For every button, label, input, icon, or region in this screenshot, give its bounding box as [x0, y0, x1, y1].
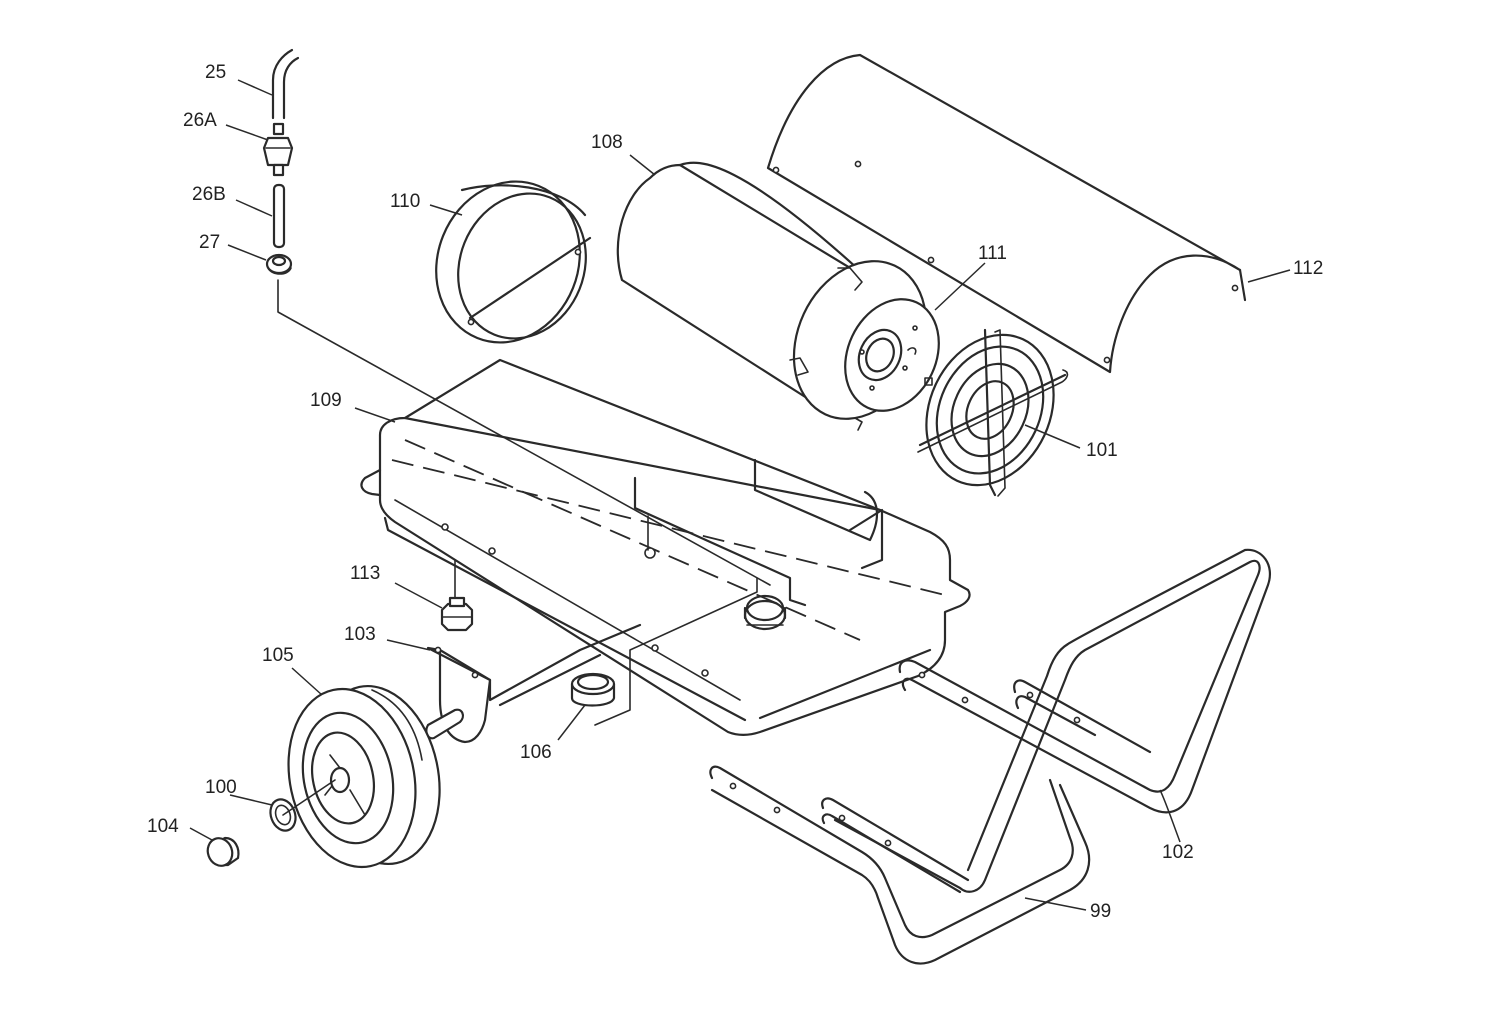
callout-27: 27 [199, 232, 221, 253]
part-26a-fuel-filter [262, 122, 294, 177]
callout-106: 106 [520, 742, 552, 763]
part-113-drain-plug [440, 596, 474, 632]
part-106-fuel-cap [570, 672, 616, 707]
callout-100: 100 [205, 777, 237, 798]
callout-112: 112 [1293, 258, 1324, 279]
part-26b-fuel-hose [272, 183, 286, 249]
part-27-grommet [265, 253, 293, 275]
callout-109: 109 [310, 390, 342, 411]
callout-99: 99 [1090, 901, 1112, 922]
part-101-fan-guard [917, 328, 1069, 497]
callout-103: 103 [344, 624, 376, 645]
callout-111: 111 [978, 243, 1007, 264]
part-109-fuel-tank [360, 358, 971, 737]
fuel-line-routing [277, 279, 771, 726]
part-112-top-shroud [766, 53, 1247, 374]
callout-101: 101 [1086, 440, 1118, 461]
callout-105: 105 [262, 645, 294, 666]
part-103-axle-bracket [425, 623, 642, 744]
callout-110: 110 [390, 191, 421, 212]
part-105-wheel [287, 684, 441, 869]
part-99-frame [709, 765, 1091, 965]
part-100-retaining-clip [269, 779, 336, 832]
callout-25: 25 [205, 62, 227, 83]
callout-102: 102 [1162, 842, 1194, 863]
callout-104: 104 [147, 816, 179, 837]
part-104-hub-cap [206, 836, 240, 867]
callout-108: 108 [591, 132, 623, 153]
callout-leaders [189, 79, 1291, 911]
callout-26b: 26B [192, 184, 226, 205]
part-108-combustion-chamber [616, 161, 940, 431]
callout-26a: 26A [183, 110, 217, 131]
callout-113: 113 [350, 563, 381, 584]
part-102-handle [833, 548, 1271, 893]
part-25-fuel-line [271, 48, 300, 120]
part-110-front-ring [435, 180, 592, 344]
